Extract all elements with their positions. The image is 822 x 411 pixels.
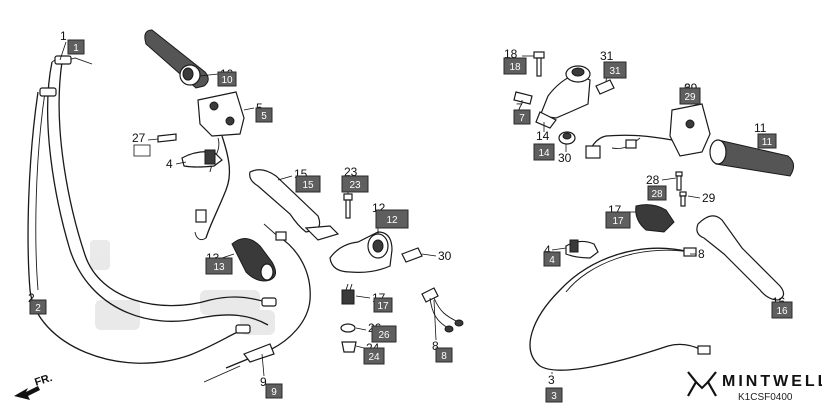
brake-switch-wiring	[421, 287, 464, 333]
bolt-31-middle	[401, 247, 423, 263]
callout-box-label-14: 14	[538, 148, 550, 159]
callout-box-1	[67, 39, 85, 55]
callout-box-label-30: 29	[684, 92, 696, 103]
callout-box-label-4-right: 4	[549, 255, 555, 266]
callout-number-29-a: 28	[646, 173, 660, 187]
bolt-23	[533, 51, 545, 77]
callout-number-3: 3	[548, 373, 555, 387]
callout-box-label-17: 17	[612, 216, 624, 227]
lever-boot	[635, 204, 675, 233]
callout-box-5	[255, 107, 273, 123]
callout-box-label-15: 15	[302, 180, 314, 191]
diagram-code: K1CSF0400	[738, 392, 793, 403]
callout-box-16	[771, 301, 793, 319]
switch-housing-right	[585, 103, 711, 159]
callout-box-8	[435, 347, 453, 363]
bolt-31-right	[595, 79, 615, 95]
clutch-switch	[341, 283, 355, 305]
callout-box-14	[533, 143, 555, 161]
boot-cover	[231, 238, 276, 282]
callout-box-31	[603, 61, 627, 79]
callout-box-label-13: 13	[213, 262, 225, 273]
pivot-bolt-24	[343, 193, 353, 219]
callout-box-label-10: 10	[221, 75, 233, 86]
callout-box-label-12: 12	[386, 215, 398, 226]
callout-box-23	[503, 57, 527, 75]
callout-number-8-right: 8	[698, 247, 705, 261]
callout-box-18	[373, 297, 393, 313]
mintwell-logo-icon	[687, 371, 717, 397]
callout-box-26	[363, 347, 385, 365]
callout-box-10	[217, 71, 237, 87]
callout-number-2: 2	[28, 291, 35, 305]
callout-box-label-29: 28	[651, 189, 663, 200]
washer-27	[340, 323, 356, 333]
callout-number-1: 1	[60, 29, 67, 43]
callout-box-label-9: 9	[271, 387, 277, 398]
callout-box-label-27: 26	[378, 330, 390, 341]
callout-number-7: 7	[516, 101, 523, 115]
callout-number-8-left: 8	[432, 339, 439, 353]
callout-box-11	[757, 133, 777, 149]
screw-28	[157, 133, 177, 143]
callout-box-label-18: 17	[377, 301, 389, 312]
cable-clamp-left	[181, 149, 223, 168]
callout-box-15	[295, 175, 321, 193]
callout-box-label-8: 8	[441, 351, 447, 362]
callout-number-9: 9	[260, 375, 267, 389]
callout-box-9	[265, 383, 283, 399]
callout-box-4-right	[543, 251, 561, 267]
brand-name: MINTWELL	[722, 373, 822, 390]
right-grip	[709, 139, 794, 177]
clutch-cable	[203, 223, 311, 383]
callout-number-31-b: 31	[600, 49, 614, 63]
callout-box-label-7: 7	[519, 113, 525, 124]
callout-number-14: 14	[536, 129, 550, 143]
callout-box-17	[605, 211, 631, 229]
callout-box-7	[513, 109, 531, 125]
callout-box-label-3: 3	[551, 391, 557, 402]
callout-number-28: 27	[132, 131, 146, 145]
clutch-lever	[249, 169, 340, 241]
callout-box-label-24: 23	[349, 180, 361, 191]
callout-box-label-2: 2	[35, 303, 41, 314]
callout-box-3	[545, 387, 563, 403]
callout-number-11: 11	[754, 121, 767, 135]
callout-number-29-b: 29	[702, 191, 716, 205]
brake-lever	[696, 215, 785, 301]
cap-26	[341, 341, 357, 353]
screws-29	[675, 171, 687, 207]
callout-box-label-31: 31	[609, 66, 621, 77]
callout-box-label-16: 16	[776, 306, 788, 317]
callout-box-2	[29, 299, 47, 315]
callout-number-4-left: 4	[166, 157, 173, 171]
callout-number-30-b: 30	[558, 151, 572, 165]
front-direction-label: FR.	[33, 372, 54, 389]
lever-bracket	[329, 231, 393, 273]
brake-cable	[529, 247, 711, 371]
callout-box-label-26: 24	[368, 352, 380, 363]
front-direction-arrow	[14, 386, 40, 400]
throttle-cables	[27, 55, 277, 364]
cap-30	[558, 131, 576, 145]
throttle-grip	[144, 29, 209, 89]
callout-box-12	[375, 209, 409, 229]
callout-box-label-11: 11	[762, 137, 773, 148]
callout-box-label-23: 18	[509, 62, 521, 73]
brake-master-cylinder	[513, 65, 591, 129]
callout-number-31-a: 30	[438, 249, 452, 263]
cable-clamp-right	[565, 239, 599, 259]
callout-box-30	[679, 87, 701, 105]
callout-box-27	[371, 325, 397, 343]
callout-box-label-1: 1	[73, 43, 79, 54]
callout-box-label-5: 5	[261, 111, 267, 122]
callout-box-29	[647, 185, 667, 201]
callout-box-24	[341, 175, 369, 193]
callout-number-4-right: 4	[544, 243, 551, 257]
callout-box-13	[205, 257, 233, 275]
